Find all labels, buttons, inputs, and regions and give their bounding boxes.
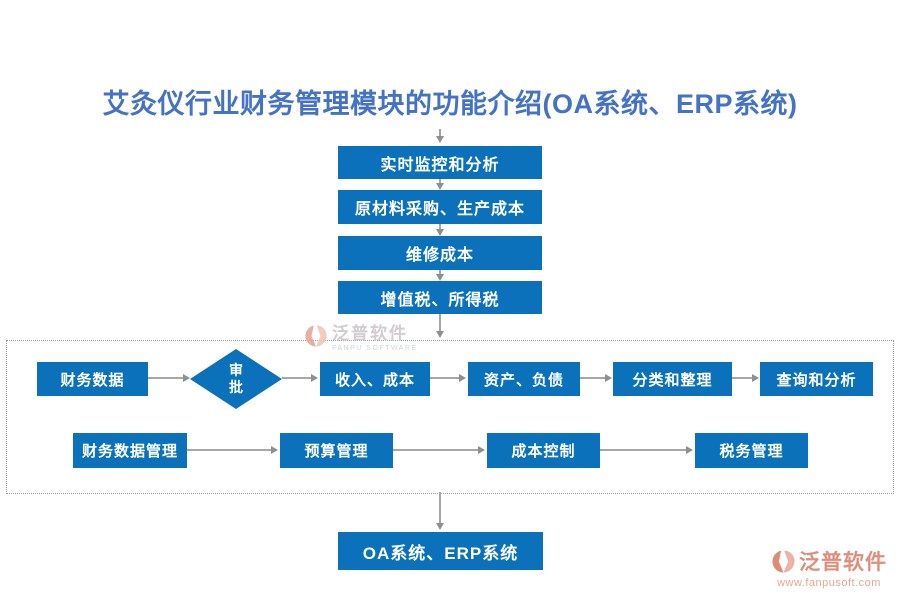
arrow-head	[436, 331, 444, 338]
arrow-line	[187, 449, 272, 451]
arrow-line	[282, 377, 312, 379]
page-title: 艾灸仪行业财务管理模块的功能介绍(OA系统、ERP系统)	[102, 89, 798, 119]
arrow-head	[436, 136, 444, 143]
node-cost-control: 成本控制	[487, 433, 600, 468]
node-budget-management: 预算管理	[280, 433, 393, 468]
watermark-url: www.fanpusoft.com	[777, 577, 881, 589]
node-income-cost: 收入、成本	[320, 362, 430, 396]
node-financial-data: 财务数据	[37, 362, 148, 396]
arrow-line	[439, 179, 441, 184]
node-query-analysis: 查询和分析	[760, 362, 873, 396]
arrow-head	[478, 446, 485, 454]
arrow-line	[439, 314, 441, 332]
arrow-line	[732, 377, 753, 379]
arrow-head	[605, 374, 612, 382]
arrow-head	[311, 374, 318, 382]
arrow-head	[436, 523, 444, 530]
arrow-line	[439, 492, 441, 524]
node-tax-management: 税务管理	[695, 433, 808, 468]
node-assets-liabilities: 资产、负债	[468, 362, 580, 396]
watermark-brand: 泛普软件	[799, 551, 887, 574]
fanpu-logo-icon	[772, 550, 795, 572]
arrow-line	[439, 224, 441, 230]
arrow-head	[686, 446, 693, 454]
node-maintenance-cost: 维修成本	[338, 236, 542, 270]
arrow-line	[439, 270, 441, 275]
node-vat-income-tax: 增值税、所得税	[338, 281, 542, 314]
arrow-line	[393, 449, 479, 451]
arrow-line	[439, 129, 441, 137]
node-realtime-monitoring-analysis: 实时监控和分析	[338, 146, 542, 179]
node-classify-organize: 分类和整理	[613, 362, 732, 396]
arrow-line	[430, 377, 460, 379]
arrow-head	[436, 183, 444, 190]
arrow-head	[459, 374, 466, 382]
watermark-footer: 泛普软件 www.fanpusoft.com	[766, 546, 892, 589]
arrow-head	[436, 229, 444, 236]
node-raw-material-production-cost: 原材料采购、生产成本	[338, 190, 542, 224]
node-financial-data-management: 财务数据管理	[73, 433, 187, 468]
arrow-head	[183, 374, 190, 382]
arrow-line	[148, 377, 184, 379]
process-container	[6, 340, 894, 494]
arrow-head	[436, 274, 444, 281]
node-oa-erp-system: OA系统、ERP系统	[338, 532, 543, 570]
arrow-head	[752, 374, 759, 382]
arrow-line	[600, 449, 687, 451]
arrow-line	[580, 377, 606, 379]
arrow-head	[271, 446, 278, 454]
